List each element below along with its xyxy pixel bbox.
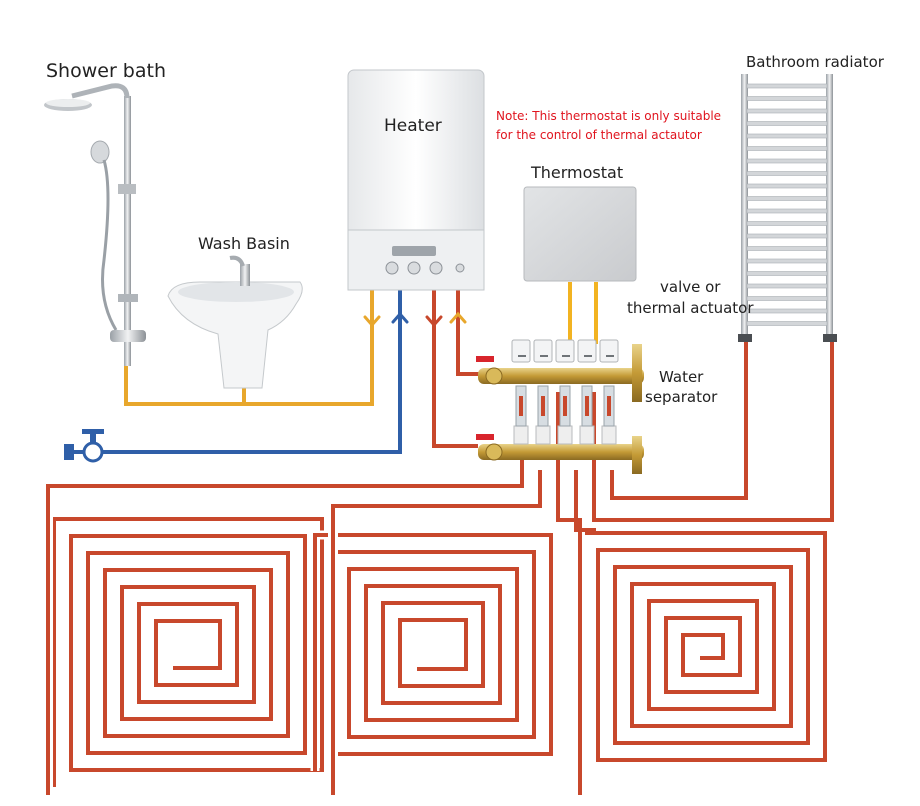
radiator-rail bbox=[746, 196, 828, 201]
radiator-rail bbox=[746, 83, 828, 89]
heater-label: Heater bbox=[384, 116, 442, 136]
shower-icon bbox=[44, 83, 146, 366]
radiator-rail bbox=[746, 296, 828, 301]
valve-label-line1: valve or bbox=[660, 278, 721, 296]
loop-right-outline bbox=[576, 528, 830, 777]
loop-left-outline bbox=[49, 514, 327, 787]
radiator-rail bbox=[746, 108, 828, 114]
radiator-rail bbox=[746, 308, 828, 314]
wash-basin-icon bbox=[167, 255, 303, 389]
radiator-rail bbox=[746, 158, 828, 164]
supply-pipes bbox=[70, 282, 598, 454]
heater-unit bbox=[347, 69, 485, 291]
radiator-rail bbox=[746, 96, 828, 101]
flow-arrows bbox=[363, 311, 467, 328]
water-separator-manifold bbox=[476, 339, 644, 474]
radiator-rail bbox=[746, 271, 828, 276]
shower-bath-label: Shower bath bbox=[46, 60, 167, 82]
separator-label-line1: Water bbox=[659, 368, 704, 386]
loop-middle bbox=[313, 533, 553, 771]
underfloor-heating-loops bbox=[49, 514, 830, 787]
valve-actuator-label: valve or thermal actuator bbox=[627, 277, 754, 319]
separator-label-line2: separator bbox=[645, 388, 718, 406]
radiator-rail bbox=[746, 171, 828, 176]
radiator-rail bbox=[746, 121, 828, 126]
thermostat-note: Note: This thermostat is only suitable f… bbox=[496, 109, 722, 142]
radiator-rail bbox=[746, 283, 828, 289]
bathroom-radiator-label: Bathroom radiator bbox=[746, 53, 884, 71]
loop-right bbox=[579, 531, 827, 777]
radiator-rail bbox=[746, 208, 828, 214]
bathroom-radiator-icon bbox=[738, 74, 837, 342]
cold-water-valve-icon bbox=[64, 429, 104, 463]
radiator-rail bbox=[746, 221, 828, 226]
radiator-rail bbox=[746, 133, 828, 139]
loop-left bbox=[52, 517, 324, 787]
thermostat-panel bbox=[523, 186, 637, 282]
water-separator-label: Water separator bbox=[645, 367, 717, 407]
radiator-rail bbox=[746, 258, 828, 264]
radiator-rail bbox=[746, 233, 828, 239]
radiator-rail bbox=[746, 183, 828, 189]
radiator-rail bbox=[746, 246, 828, 251]
wash-basin-label: Wash Basin bbox=[198, 234, 290, 253]
thermostat-label: Thermostat bbox=[531, 163, 624, 182]
radiator-rail bbox=[746, 321, 828, 326]
valve-label-line2: thermal actuator bbox=[627, 299, 754, 317]
radiator-rail bbox=[746, 146, 828, 151]
